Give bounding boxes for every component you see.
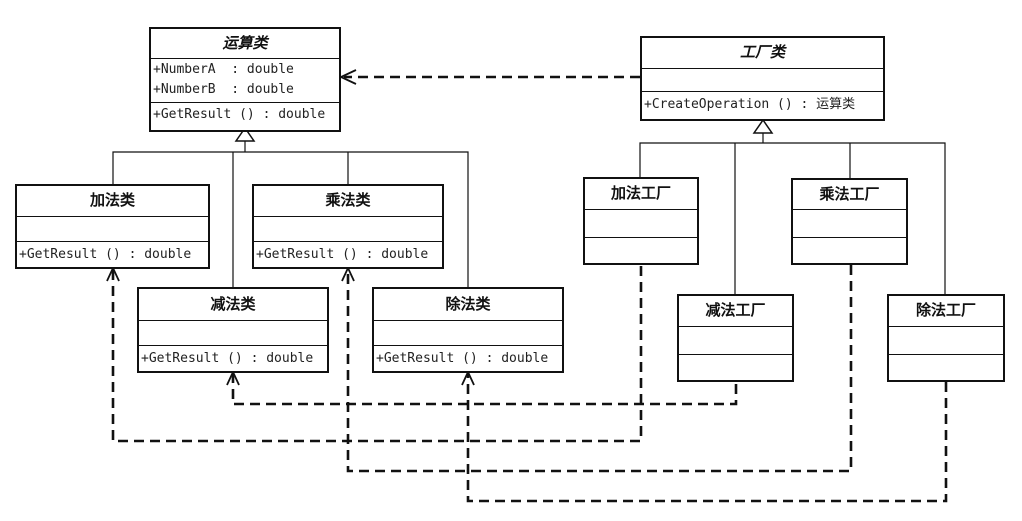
class-name: 减法工厂: [679, 296, 792, 327]
inheritance-edge-operation: [112, 140, 469, 287]
method: +CreateOperation () : 运算类: [644, 97, 856, 112]
class-factory[interactable]: 工厂类 +CreateOperation () : 运算类: [640, 36, 885, 121]
inheritance-edge-factory: [639, 132, 946, 294]
attributes-section: [642, 69, 883, 92]
method: +GetResult () : double: [376, 351, 549, 366]
attributes-section: [374, 321, 562, 346]
class-name: 减法类: [139, 289, 327, 321]
class-div-factory[interactable]: 除法工厂: [887, 294, 1005, 382]
methods-section: +CreateOperation () : 运算类: [642, 92, 883, 117]
methods-section: +GetResult () : double: [254, 242, 442, 267]
class-add[interactable]: 加法类 +GetResult () : double: [15, 184, 210, 269]
method: +GetResult () : double: [19, 247, 192, 262]
class-name: 乘法工厂: [793, 180, 906, 210]
methods-section: +GetResult () : double: [139, 346, 327, 371]
class-operation[interactable]: 运算类 +NumberA : double +NumberB : double …: [149, 27, 341, 132]
dependency-edge-mul: [346, 265, 853, 473]
inheritance-arrowhead-factory: [752, 118, 774, 134]
attributes-section: [793, 210, 906, 238]
class-sub[interactable]: 减法类 +GetResult () : double: [137, 287, 329, 373]
method: +GetResult () : double: [256, 247, 429, 262]
methods-section: +GetResult () : double: [374, 346, 562, 371]
attribute: +NumberA : double: [153, 62, 294, 77]
class-name: 运算类: [151, 29, 339, 59]
class-name: 乘法类: [254, 186, 442, 217]
class-name: 工厂类: [642, 38, 883, 69]
attributes-section: [585, 210, 697, 238]
class-name: 除法类: [374, 289, 562, 321]
class-name: 除法工厂: [889, 296, 1003, 327]
attributes-section: +NumberA : double +NumberB : double: [151, 59, 339, 103]
methods-section: +GetResult () : double: [151, 103, 339, 127]
class-name: 加法工厂: [585, 179, 697, 210]
attributes-section: [139, 321, 327, 346]
dependency-edge-sub: [231, 374, 738, 406]
dependency-edge-add: [111, 266, 643, 443]
method: +GetResult () : double: [153, 107, 326, 122]
class-add-factory[interactable]: 加法工厂: [583, 177, 699, 265]
class-mul[interactable]: 乘法类 +GetResult () : double: [252, 184, 444, 269]
class-mul-factory[interactable]: 乘法工厂: [791, 178, 908, 265]
attributes-section: [17, 217, 208, 242]
dependency-arrowhead-factory-operation: [338, 69, 357, 85]
dependency-edge-div: [466, 374, 948, 503]
attribute: +NumberB : double: [153, 82, 294, 97]
methods-section: +GetResult () : double: [17, 242, 208, 267]
class-sub-factory[interactable]: 减法工厂: [677, 294, 794, 382]
attributes-section: [254, 217, 442, 242]
method: +GetResult () : double: [141, 351, 314, 366]
class-div[interactable]: 除法类 +GetResult () : double: [372, 287, 564, 373]
attributes-section: [889, 327, 1003, 355]
class-name: 加法类: [17, 186, 208, 217]
dependency-arrowhead-div: [461, 369, 475, 386]
inheritance-arrowhead-operation: [234, 126, 256, 142]
attributes-section: [679, 327, 792, 355]
